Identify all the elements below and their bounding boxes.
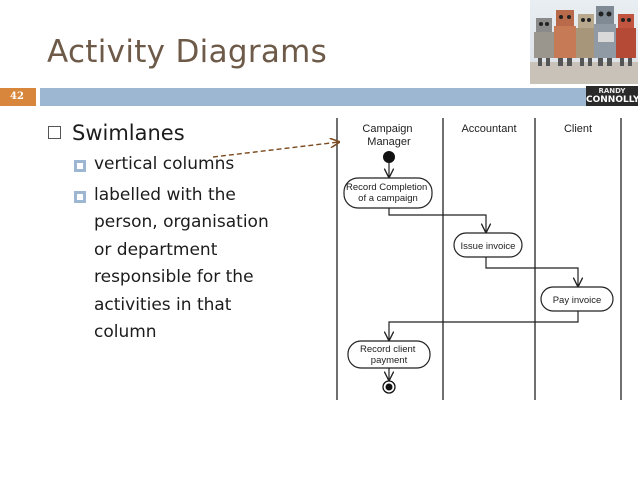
sub-bullet-text: vertical columns bbox=[94, 154, 235, 174]
flow-arrow bbox=[388, 208, 486, 232]
initial-node bbox=[383, 151, 395, 163]
sub-bullet-labelled: labelled with the person, organisation o… bbox=[48, 182, 318, 347]
bullet-text: Swimlanes bbox=[72, 121, 185, 145]
dashed-pointer-arrow bbox=[212, 142, 339, 158]
brand-line-1: RANDY bbox=[598, 87, 626, 95]
activity-label: Record client payment bbox=[360, 344, 418, 366]
sub-bullet-line: column bbox=[94, 322, 157, 342]
brand-line-2: CONNOLLY bbox=[586, 95, 638, 105]
sub-bullet-line: labelled with the bbox=[94, 184, 236, 205]
brand-logo: RANDY CONNOLLY bbox=[586, 86, 638, 106]
bullet-swimlanes: Swimlanes bbox=[48, 118, 318, 148]
lane-header-campaign-manager: Campaign Manager bbox=[362, 123, 415, 148]
lane-header-client: Client bbox=[564, 123, 592, 135]
sub-bullet-line: or department bbox=[94, 239, 218, 260]
slide-title: Activity Diagrams bbox=[47, 34, 328, 70]
sub-bullet-line: person, organisation bbox=[94, 212, 269, 232]
activity-record-completion bbox=[343, 177, 433, 209]
sub-bullet-line: responsible for the bbox=[94, 267, 254, 287]
activity-label: Pay invoice bbox=[553, 295, 602, 306]
final-node-inner bbox=[385, 383, 393, 391]
robots-photo bbox=[530, 0, 638, 84]
flow-arrow bbox=[485, 257, 578, 286]
flow-arrow bbox=[389, 311, 579, 340]
activity-pay-invoice bbox=[540, 286, 614, 312]
sub-bullet-line: activities in that bbox=[94, 294, 232, 315]
slide-number-badge bbox=[0, 88, 36, 106]
lane-header-accountant: Accountant bbox=[461, 123, 516, 135]
activity-issue-invoice bbox=[453, 232, 523, 258]
activity-label: Record Completion of a campaign bbox=[346, 182, 430, 204]
slide-number: 42 bbox=[10, 91, 24, 102]
activity-label: Issue invoice bbox=[461, 241, 516, 252]
bullet-list: Swimlanes vertical columns labelled with… bbox=[48, 118, 318, 347]
square-bullet-icon bbox=[74, 160, 86, 172]
sub-bullet-vertical-columns: vertical columns bbox=[48, 151, 318, 179]
header-bar bbox=[40, 88, 586, 106]
square-bullet-icon bbox=[74, 190, 86, 203]
robots-illustration bbox=[530, 6, 638, 84]
hollow-square-bullet-icon bbox=[48, 126, 61, 139]
